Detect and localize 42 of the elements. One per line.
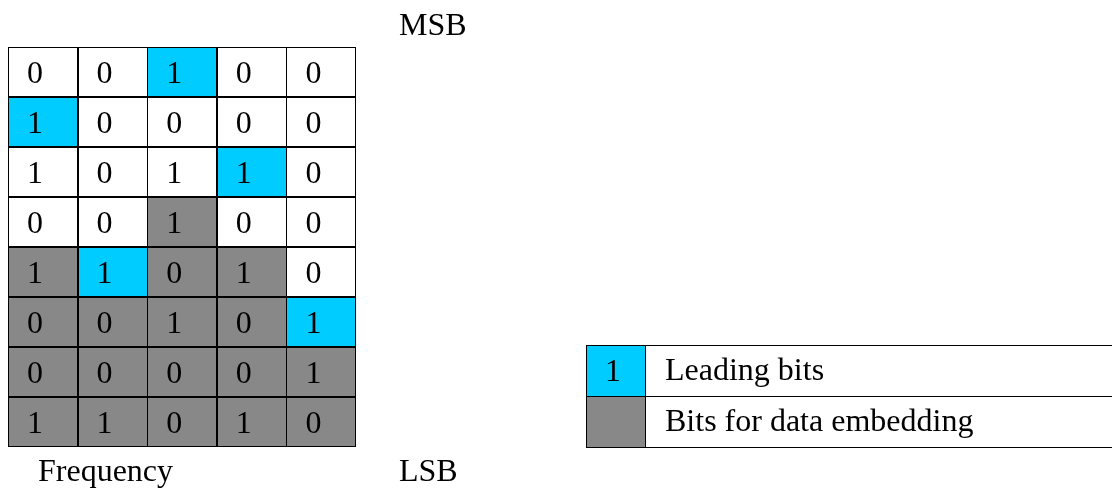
table-cell: 0 [77,347,148,397]
lsb-label: LSB [399,452,458,488]
table-cell: 0 [77,297,148,347]
table-cell: 1 [147,197,218,247]
table-cell: 1 [147,47,218,97]
table-cell: 0 [8,297,78,347]
table-cell: 0 [8,197,78,247]
table-cell: 1 [147,297,218,347]
legend-text: Leading bits [665,351,825,387]
table-cell: 0 [147,247,218,297]
table-cell: 0 [147,397,218,447]
table-cell: 0 [77,147,148,197]
table-cell: 0 [77,97,148,147]
table-cell: 0 [286,47,357,97]
table-cell: 0 [286,97,357,147]
table-cell: 0 [286,247,357,297]
table-cell: 0 [216,297,287,347]
table-cell: 1 [77,247,148,297]
table-cell: 1 [8,247,78,297]
table-cell: 1 [8,147,78,197]
table-cell: 0 [216,347,287,397]
table-cell: 1 [216,247,287,297]
table-cell: 1 [286,347,357,397]
table-cell: 1 [216,397,287,447]
msb-label: MSB [399,6,467,42]
table-cell: 0 [286,397,357,447]
table-cell: 1 [216,147,287,197]
table-cell: 1 [77,397,148,447]
table-cell: 0 [286,197,357,247]
table-cell: 1 [286,297,357,347]
table-cell: 0 [216,47,287,97]
table-cell: 1 [8,97,78,147]
table-cell: 0 [8,47,78,97]
table-cell: 0 [147,347,218,397]
legend-text: Bits for data embedding [665,402,974,438]
table-cell: 0 [8,347,78,397]
swatch-digit: 1 [605,351,621,390]
axis-label: Frequency [38,452,174,488]
table-cell: 0 [147,97,218,147]
table-cell: 1 [8,397,78,447]
table-cell: 0 [286,147,357,197]
table-cell: 1 [147,147,218,197]
